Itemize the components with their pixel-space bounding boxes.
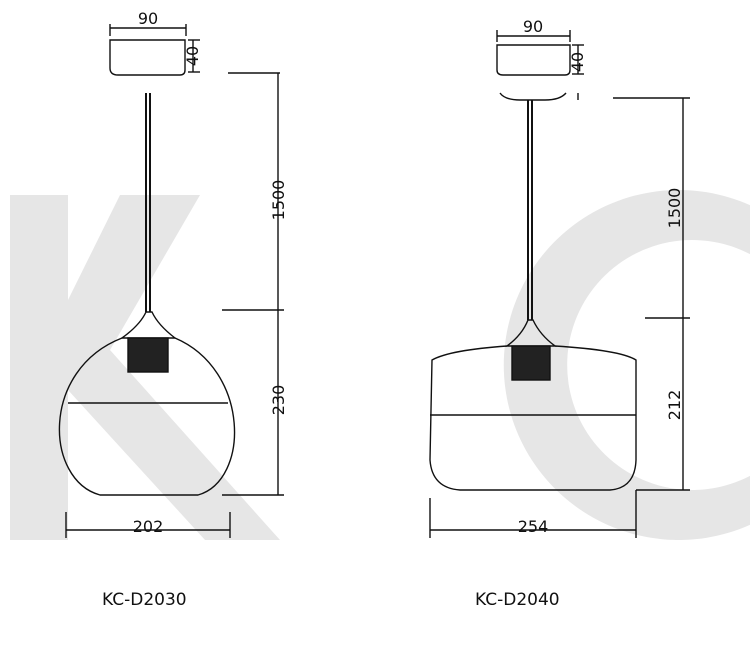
lamp-1-drawing (58, 24, 284, 538)
lamp-2-model-label: KC-D2040 (475, 590, 560, 610)
lamp-1-shade-width-label: 202 (133, 517, 164, 536)
lamp-1-canopy (109, 39, 186, 76)
lamp-1-shade (58, 337, 236, 496)
lamp-2-canopy-bottom (499, 92, 567, 101)
lamp-1-model-label: KC-D2030 (102, 590, 187, 610)
lamp-1-shade-height-label: 230 (269, 385, 288, 416)
lamp-2-shade-width-label: 254 (518, 517, 549, 536)
watermark-logo (10, 195, 280, 540)
lamp-2-shade (429, 345, 637, 491)
lamp-2-canopy-width-label: 90 (523, 17, 543, 36)
watermark-c (503, 190, 750, 540)
lamp-2-socket (511, 345, 551, 381)
lamp-2-canopy (496, 44, 571, 76)
lamp-2-shade-height-label: 212 (665, 390, 684, 421)
lamp-2-drawing (429, 30, 690, 538)
lamp-2-cord-length-label: 1500 (665, 188, 684, 229)
lamp-1-socket-cap (119, 311, 178, 339)
lamp-1-cord-length-label: 1500 (269, 180, 288, 221)
watermark-k-stem (10, 195, 68, 540)
lamp-1-canopy-height-label: 40 (183, 46, 202, 66)
lamp-1-canopy-width-label: 90 (138, 9, 158, 28)
lamp-1-socket (127, 337, 169, 373)
watermark-gap (0, 75, 750, 93)
watermark-k-arms (68, 195, 280, 540)
lamp-2-canopy-height-label: 40 (568, 52, 587, 72)
